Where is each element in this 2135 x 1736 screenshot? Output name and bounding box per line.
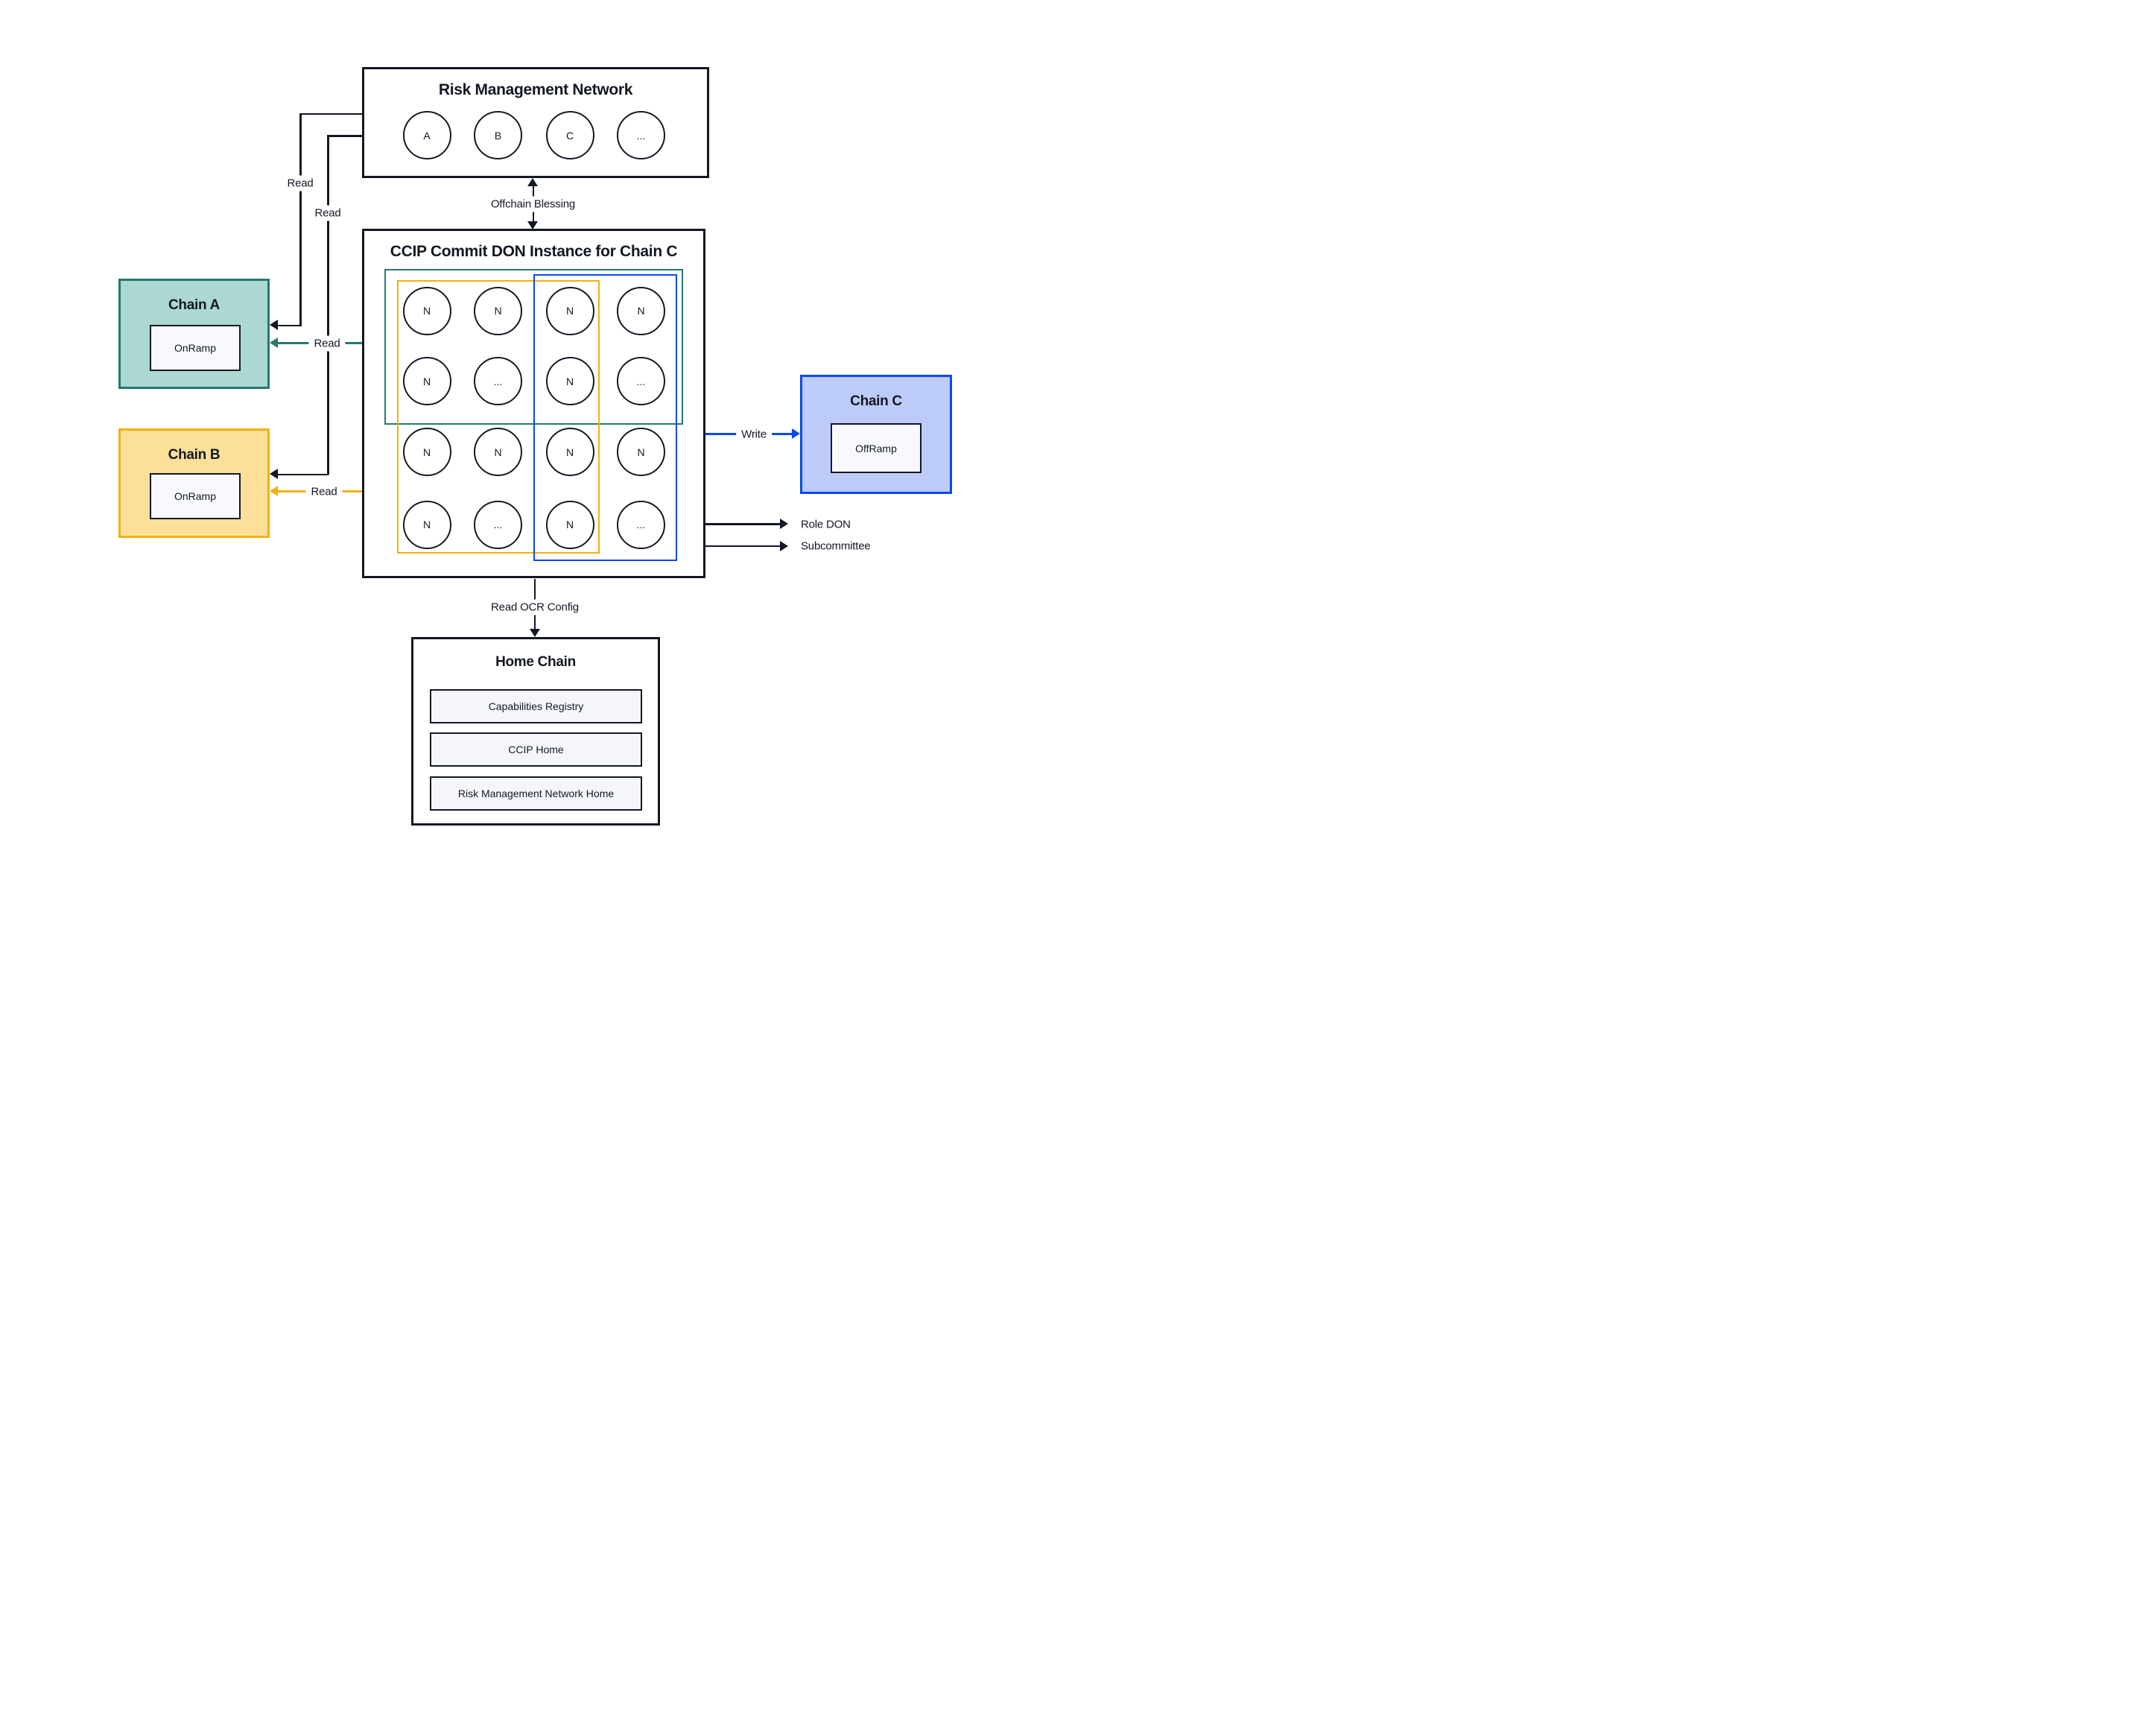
arrowhead-subcommittee	[780, 540, 788, 551]
home-chain-title: Home Chain	[495, 654, 576, 670]
don-node-r4c4: ...	[617, 500, 665, 549]
label-read-rmn-to-a: Read	[282, 175, 319, 191]
arrowhead-into-chain-b-gold	[270, 486, 278, 496]
edge-rmn-to-chain-b-horizontal-top	[327, 135, 363, 137]
home-chain-box: Home Chain Capabilities Registry CCIP Ho…	[411, 637, 660, 826]
label-write: Write	[736, 426, 772, 442]
label-read-don-to-a: Read	[308, 335, 346, 351]
edge-rmn-to-chain-b-horizontal-bottom	[276, 473, 329, 475]
risk-management-network-title: Risk Management Network	[438, 81, 633, 98]
label-read-don-to-b: Read	[305, 484, 343, 499]
ccip-home-box: CCIP Home	[430, 732, 642, 767]
edge-rmn-to-chain-a-horizontal-top	[299, 113, 363, 115]
arrowhead-into-home-chain	[529, 629, 540, 637]
arrowhead-into-chain-a-teal	[270, 338, 278, 348]
don-node-r2c3: N	[545, 357, 594, 405]
edge-subcommittee	[677, 545, 781, 548]
arrowhead-into-chain-b-black	[270, 469, 278, 480]
label-role-don: Role DON	[801, 518, 851, 530]
ccip-commit-don-title: CCIP Commit DON Instance for Chain C	[390, 243, 678, 260]
don-node-r3c1: N	[402, 428, 451, 476]
capabilities-registry-box: Capabilities Registry	[430, 689, 642, 723]
edge-rmn-to-chain-a-vertical	[299, 113, 302, 326]
committee-rect-gold-chain-b	[397, 280, 600, 554]
edge-rmn-to-chain-a-horizontal-bottom	[276, 324, 301, 326]
chain-c-box: Chain C OffRamp	[800, 375, 952, 494]
chain-a-title: Chain A	[168, 297, 220, 313]
committee-rect-blue-chain-c	[533, 274, 677, 561]
arrowhead-offchain-blessing-down	[527, 221, 539, 229]
rmn-node-more: ...	[617, 111, 665, 159]
don-node-r1c3: N	[545, 286, 594, 335]
chain-b-box: Chain B OnRamp	[118, 428, 270, 538]
don-node-r2c2: ...	[474, 357, 522, 405]
chain-c-title: Chain C	[850, 393, 902, 409]
chain-b-title: Chain B	[168, 447, 221, 463]
ccip-architecture-diagram: Risk Management Network A B C ... CCIP C…	[0, 0, 1068, 868]
don-node-r3c4: N	[617, 428, 665, 476]
label-read-rmn-to-b: Read	[309, 205, 346, 221]
don-node-r3c2: N	[474, 428, 522, 476]
label-subcommittee: Subcommittee	[801, 539, 871, 553]
rmn-node-c: C	[545, 111, 594, 159]
don-node-r4c2: ...	[474, 500, 522, 549]
label-read-ocr-config: Read OCR Config	[486, 599, 584, 615]
don-node-r1c2: N	[474, 286, 522, 335]
edge-write-to-chain-c	[677, 433, 793, 435]
don-node-r1c1: N	[402, 286, 451, 335]
don-node-r4c1: N	[402, 500, 451, 549]
don-node-r1c4: N	[617, 286, 665, 335]
don-node-r2c1: N	[402, 357, 451, 405]
label-offchain-blessing: Offchain Blessing	[485, 196, 581, 212]
arrowhead-role-don	[780, 519, 788, 529]
risk-management-network-home-box: Risk Management Network Home	[430, 776, 642, 811]
edge-rmn-to-chain-b-vertical	[327, 135, 329, 475]
arrowhead-into-chain-a-black	[270, 320, 278, 331]
chain-a-onramp-box: OnRamp	[150, 325, 241, 371]
don-node-r4c3: N	[545, 500, 594, 549]
arrowhead-offchain-blessing-up	[527, 177, 539, 186]
don-node-r2c4: ...	[617, 357, 665, 405]
rmn-node-a: A	[402, 111, 451, 159]
chain-c-offramp-box: OffRamp	[831, 423, 921, 473]
arrowhead-into-chain-c-blue	[792, 428, 800, 439]
chain-b-onramp-box: OnRamp	[150, 473, 241, 519]
don-node-r3c3: N	[545, 428, 594, 476]
edge-role-don	[705, 523, 781, 525]
rmn-node-b: B	[474, 111, 522, 159]
chain-a-box: Chain A OnRamp	[118, 279, 270, 389]
